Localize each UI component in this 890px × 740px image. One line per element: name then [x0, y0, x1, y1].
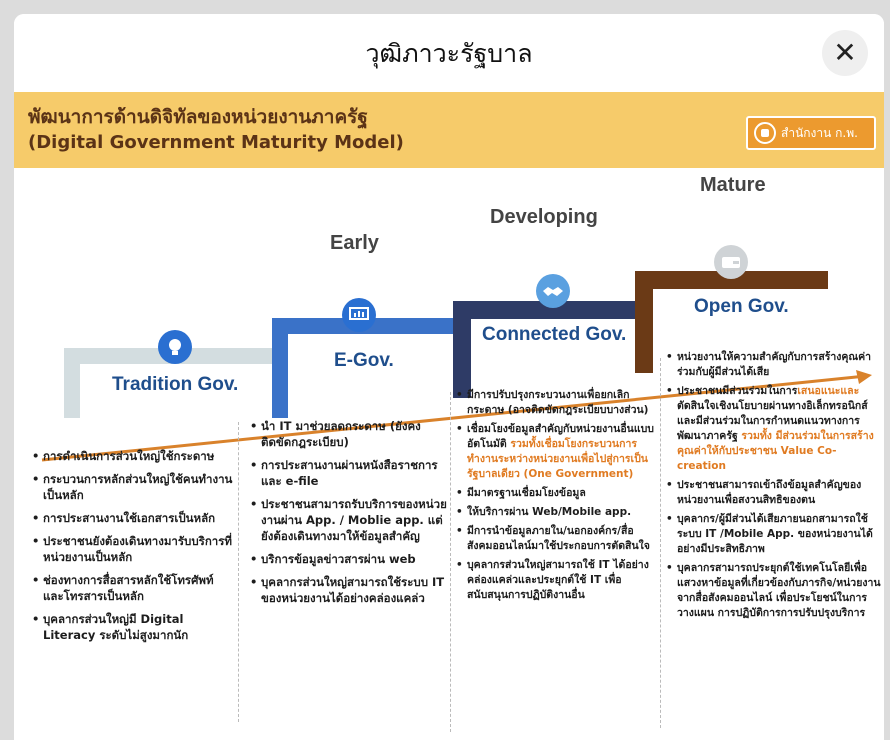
stage-name-connected: Connected Gov. — [482, 324, 627, 345]
dialog-header: วุฒิภาวะรัฐบาล ✕ — [14, 14, 884, 92]
step-connected — [453, 301, 644, 398]
list-item: มีมาตรฐานเชื่อมโยงข้อมูล — [456, 486, 656, 501]
wallet-icon — [714, 245, 748, 279]
slide-title-thai: พัฒนาการด้านดิจิทัลของหน่วยงานภาครัฐ — [28, 106, 368, 128]
egov-column: นำ IT มาช่วยลดกระดาษ (ยังคงติดขัดกฎระเบี… — [250, 418, 448, 613]
lightbulb-icon — [158, 330, 192, 364]
close-button[interactable]: ✕ — [822, 30, 868, 76]
list-item-text: มีการปรับปรุงกระบวนงานเพื่อยกเลิกกระดาษ … — [467, 389, 649, 416]
list-item-text: บุคลากรส่วนใหญ่สามารถใช้ IT ได้อย่างคล่อ… — [467, 559, 649, 601]
list-item-text: ประชาชนสามารถเข้าถึงข้อมูลสำคัญของหน่วยง… — [677, 479, 862, 506]
open-column: หน่วยงานให้ความสำคัญกับการสร้างคุณค่าร่ว… — [666, 350, 882, 625]
step-egov — [272, 318, 462, 418]
list-item-text: หน่วยงานให้ความสำคัญกับการสร้างคุณค่าร่ว… — [677, 351, 872, 378]
list-item-highlight: เสนอแนะและ — [797, 385, 860, 397]
list-item: ประชาชนยังต้องเดินทางมารับบริการที่หน่วย… — [32, 533, 234, 565]
stage-level-mature: Mature — [700, 174, 766, 196]
stage-name-open: Open Gov. — [694, 296, 789, 317]
handshake-icon — [536, 274, 570, 308]
list-item: บุคลากรส่วนใหญ่มี Digital Literacy ระดับ… — [32, 611, 234, 643]
stage-level-developing: Developing — [490, 206, 598, 228]
logo-text: สำนักงาน ก.พ. — [781, 125, 858, 140]
list-item: บริการข้อมูลข่าวสารผ่าน web — [250, 551, 448, 567]
list-item: กระบวนการหลักส่วนใหญ่ใช้คนทำงานเป็นหลัก — [32, 471, 234, 503]
list-item: การประสานงานผ่านหนังสือราชการและ e-file — [250, 457, 448, 489]
list-item: การดำเนินการส่วนใหญ่ใช้กระดาษ — [32, 448, 234, 464]
list-item: นำ IT มาช่วยลดกระดาษ (ยังคงติดขัดกฎระเบี… — [250, 418, 448, 450]
dialog-title: วุฒิภาวะรัฐบาล — [365, 39, 533, 68]
column-divider — [660, 358, 661, 728]
list-item: ประชาชนมีส่วนร่วมในการเสนอแนะและตัดสินใจ… — [666, 384, 882, 474]
slide-banner: พัฒนาการด้านดิจิทัลของหน่วยงานภาครัฐ (Di… — [14, 92, 884, 168]
list-item-text: บุคลากรสามารถประยุกต์ใช้เทคโนโลยีเพื่อแส… — [677, 562, 881, 619]
list-item-highlight: รวมทั้งเชื่อมโยงกระบวนการทำงานระหว่างหน่… — [467, 438, 648, 480]
list-item: การประสานงานใช้เอกสารเป็นหลัก — [32, 510, 234, 526]
tradition-column: การดำเนินการส่วนใหญ่ใช้กระดาษ กระบวนการห… — [32, 448, 234, 650]
list-item: ช่องทางการสื่อสารหลักใช้โทรศัพท์และโทรสา… — [32, 572, 234, 604]
list-item-text: ประชาชนมีส่วนร่วมในการ — [677, 385, 798, 397]
list-item: ประชาชนสามารถรับบริการของหน่วยงานผ่าน Ap… — [250, 496, 448, 544]
stage-level-early: Early — [330, 232, 379, 254]
ocsc-logo: สำนักงาน ก.พ. — [746, 116, 876, 150]
list-item: ให้บริการผ่าน Web/Mobile app. — [456, 505, 656, 520]
presentation-icon — [342, 298, 376, 332]
list-item-highlight: รวมทั้ง มีส่วนร่วมในการสร้างคุณค่าให้กับ… — [677, 430, 874, 472]
list-item-text: ให้บริการผ่าน Web/Mobile app. — [467, 506, 632, 518]
connected-column: มีการปรับปรุงกระบวนงานเพื่อยกเลิกกระดาษ … — [456, 388, 656, 607]
list-item: ประชาชนสามารถเข้าถึงข้อมูลสำคัญของหน่วยง… — [666, 478, 882, 508]
column-divider — [238, 422, 239, 722]
list-item: หน่วยงานให้ความสำคัญกับการสร้างคุณค่าร่ว… — [666, 350, 882, 380]
stage-name-tradition: Tradition Gov. — [112, 374, 239, 395]
list-item-text: บุคลากร/ผู้มีส่วนได้เสียภายนอกสามารถใช้ร… — [677, 513, 873, 555]
list-item-text: มีมาตรฐานเชื่อมโยงข้อมูล — [467, 487, 586, 499]
list-item: เชื่อมโยงข้อมูลสำคัญกับหน่วยงานอื่นแบบอั… — [456, 422, 656, 482]
list-item: บุคลากร/ผู้มีส่วนได้เสียภายนอกสามารถใช้ร… — [666, 512, 882, 557]
list-item-text: ตัดสินใจเชิงนโยบายผ่านทางอิเล็กทรอนิกส์แ… — [677, 400, 868, 442]
close-icon: ✕ — [833, 36, 857, 69]
dialog-window: วุฒิภาวะรัฐบาล ✕ พัฒนาการด้านดิจิทัลของห… — [14, 14, 884, 740]
step-mature — [635, 271, 828, 373]
step-tradition — [64, 348, 280, 418]
list-item: บุคลากรส่วนใหญ่สามารถใช้ IT ได้อย่างคล่อ… — [456, 558, 656, 603]
list-item: บุคลากรสามารถประยุกต์ใช้เทคโนโลยีเพื่อแส… — [666, 561, 882, 621]
list-item-text: เชื่อมโยงข้อมูลสำคัญกับหน่วยงานอื่นแบบอั… — [467, 423, 654, 450]
list-item-text: มีการนำข้อมูลภายใน/นอกองค์กร/สื่อสังคมออ… — [467, 525, 650, 552]
column-divider — [450, 392, 451, 732]
slide-image: พัฒนาการด้านดิจิทัลของหน่วยงานภาครัฐ (Di… — [14, 92, 884, 740]
list-item: บุคลากรส่วนใหญ่สามารถใช้ระบบ IT ของหน่วย… — [250, 574, 448, 606]
list-item: มีการนำข้อมูลภายใน/นอกองค์กร/สื่อสังคมออ… — [456, 524, 656, 554]
list-item: มีการปรับปรุงกระบวนงานเพื่อยกเลิกกระดาษ … — [456, 388, 656, 418]
stage-name-egov: E-Gov. — [334, 350, 394, 371]
seal-icon — [754, 122, 776, 144]
slide-title-english: (Digital Government Maturity Model) — [28, 132, 404, 153]
